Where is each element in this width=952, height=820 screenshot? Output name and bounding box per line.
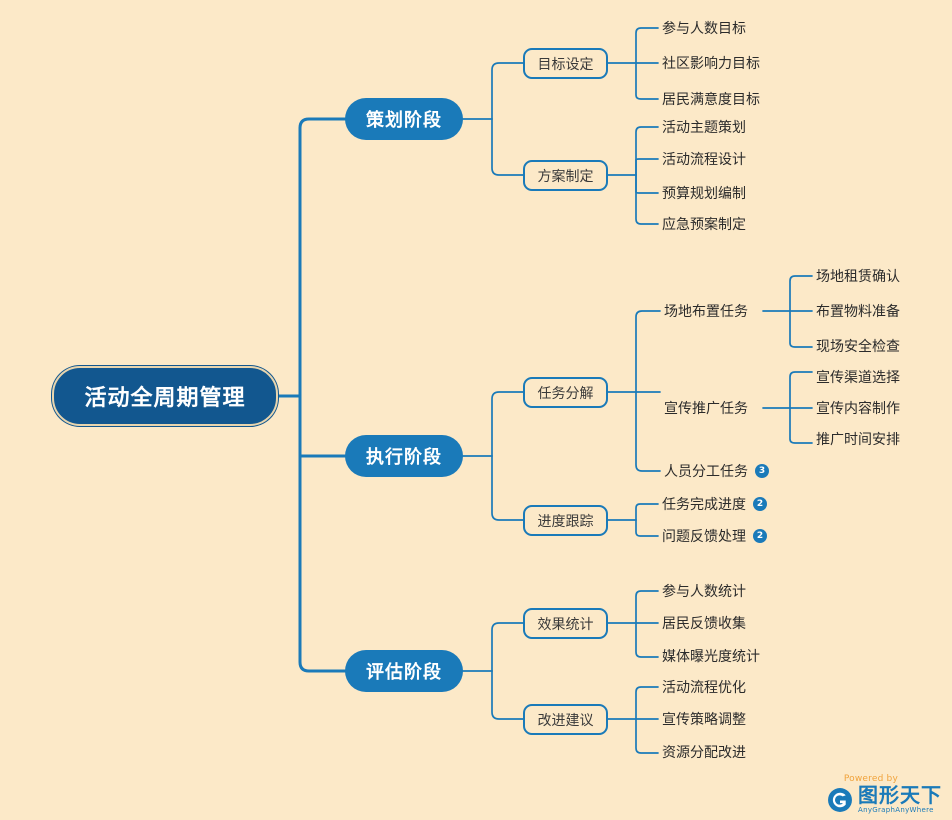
subnode-goal-setting[interactable]: 目标设定: [523, 48, 608, 79]
leaf-label: 活动流程设计: [662, 152, 746, 168]
subnode-effect-statistics[interactable]: 效果统计: [523, 608, 608, 639]
subnode-label: 任务分解: [537, 385, 594, 402]
leaf-label: 预算规划编制: [662, 186, 746, 202]
leaf-label: 任务完成进度: [662, 497, 746, 513]
leaf-node[interactable]: 宣传内容制作: [816, 398, 900, 418]
branch-label: 策划阶段: [366, 110, 442, 131]
watermark-text: 图形天下 AnyGraphAnyWhere: [858, 785, 942, 814]
subnode-task-breakdown[interactable]: 任务分解: [523, 377, 608, 408]
leaf-node[interactable]: 媒体曝光度统计: [662, 646, 760, 666]
leaf-node[interactable]: 居民满意度目标: [662, 89, 760, 109]
brand-name-cn: 图形天下: [858, 783, 942, 807]
subnode-improvement-suggestions[interactable]: 改进建议: [523, 704, 608, 735]
powered-by-label: Powered by: [843, 774, 898, 784]
leaf-node[interactable]: 活动流程优化: [662, 677, 746, 697]
subnode-label: 进度跟踪: [537, 513, 594, 530]
count-badge: 2: [753, 497, 767, 511]
leaf-label: 场地租赁确认: [816, 269, 900, 285]
leaf-node[interactable]: 场地租赁确认: [816, 266, 900, 286]
leaf-label: 场地布置任务: [664, 304, 748, 320]
leaf-node[interactable]: 预算规划编制: [662, 183, 746, 203]
subnode-label: 目标设定: [537, 56, 594, 73]
branch-label: 执行阶段: [366, 447, 442, 468]
count-badge: 2: [753, 529, 767, 543]
subnode-plan-making[interactable]: 方案制定: [523, 160, 608, 191]
leaf-label: 宣传渠道选择: [816, 370, 900, 386]
branch-label: 评估阶段: [366, 662, 442, 683]
leaf-label: 宣传内容制作: [816, 401, 900, 417]
leaf-node[interactable]: 参与人数统计: [662, 581, 746, 601]
watermark: Powered by 图形天下 AnyGraphAnyWhere: [827, 774, 942, 814]
leaf-node[interactable]: 宣传推广任务: [664, 398, 748, 418]
leaf-node[interactable]: 现场安全检查: [816, 336, 900, 356]
subnode-progress-tracking[interactable]: 进度跟踪: [523, 505, 608, 536]
leaf-label: 宣传策略调整: [662, 712, 746, 728]
logo-icon: [828, 787, 852, 812]
count-badge: 3: [755, 464, 769, 478]
subnode-label: 改进建议: [537, 712, 594, 729]
root-node-label: 活动全周期管理: [84, 386, 246, 411]
leaf-label: 活动主题策划: [662, 120, 746, 136]
brand-name-en: AnyGraphAnyWhere: [858, 806, 934, 814]
leaf-node[interactable]: 社区影响力目标: [662, 53, 760, 73]
leaf-label: 推广时间安排: [816, 432, 900, 448]
leaf-label: 人员分工任务: [664, 464, 748, 480]
branch-node-execution[interactable]: 执行阶段: [345, 435, 463, 477]
leaf-label: 宣传推广任务: [664, 401, 748, 417]
root-node[interactable]: 活动全周期管理: [52, 366, 278, 426]
leaf-node[interactable]: 活动主题策划: [662, 117, 746, 137]
leaf-label: 参与人数统计: [662, 584, 746, 600]
leaf-node[interactable]: 应急预案制定: [662, 214, 746, 234]
leaf-node[interactable]: 问题反馈处理 2: [662, 526, 767, 546]
leaf-node[interactable]: 居民反馈收集: [662, 613, 746, 633]
leaf-label: 参与人数目标: [662, 21, 746, 37]
leaf-label: 资源分配改进: [662, 745, 746, 761]
branch-node-evaluation[interactable]: 评估阶段: [345, 650, 463, 692]
leaf-node[interactable]: 推广时间安排: [816, 429, 900, 449]
leaf-label: 布置物料准备: [816, 304, 900, 320]
leaf-label: 现场安全检查: [816, 339, 900, 355]
leaf-node[interactable]: 布置物料准备: [816, 301, 900, 321]
leaf-label: 活动流程优化: [662, 680, 746, 696]
watermark-brand: 图形天下 AnyGraphAnyWhere: [827, 785, 942, 814]
leaf-label: 社区影响力目标: [662, 56, 760, 72]
leaf-node[interactable]: 人员分工任务 3: [664, 461, 769, 481]
leaf-node[interactable]: 宣传策略调整: [662, 709, 746, 729]
subnode-label: 方案制定: [537, 168, 594, 185]
leaf-node[interactable]: 宣传渠道选择: [816, 367, 900, 387]
leaf-label: 媒体曝光度统计: [662, 649, 760, 665]
leaf-node[interactable]: 活动流程设计: [662, 149, 746, 169]
leaf-node[interactable]: 资源分配改进: [662, 742, 746, 762]
leaf-label: 居民满意度目标: [662, 92, 760, 108]
leaf-node[interactable]: 任务完成进度 2: [662, 494, 767, 514]
subnode-label: 效果统计: [537, 616, 594, 633]
leaf-node[interactable]: 参与人数目标: [662, 18, 746, 38]
leaf-label: 居民反馈收集: [662, 616, 746, 632]
leaf-label: 问题反馈处理: [662, 529, 746, 545]
leaf-node[interactable]: 场地布置任务: [664, 301, 748, 321]
leaf-label: 应急预案制定: [662, 217, 746, 233]
branch-node-planning[interactable]: 策划阶段: [345, 98, 463, 140]
